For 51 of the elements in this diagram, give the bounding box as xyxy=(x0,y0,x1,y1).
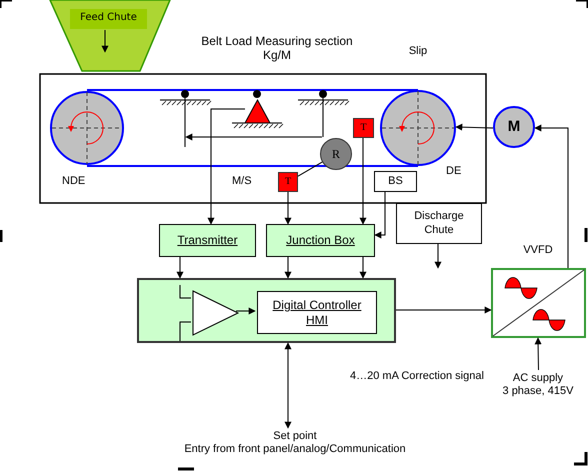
arrow xyxy=(284,342,292,429)
label-text: DE xyxy=(446,165,462,178)
chute-label: Feed Chute xyxy=(70,9,147,29)
arrow xyxy=(236,308,256,314)
title-text: Belt Load Measuring section Kg/M xyxy=(200,34,354,63)
roller-circle xyxy=(320,138,352,170)
process-box xyxy=(159,224,256,257)
arrow xyxy=(284,192,292,225)
amplifier-symbol xyxy=(193,291,238,335)
arrow xyxy=(434,244,442,269)
process-box xyxy=(266,224,375,257)
arrow xyxy=(360,256,366,279)
arrow xyxy=(208,108,246,225)
node-label: Digital Controller HMI xyxy=(272,298,362,327)
pulley-drawing xyxy=(380,90,456,166)
sensor-square xyxy=(353,118,374,138)
pulley-drawing xyxy=(50,91,124,165)
note-text: Entry from front panel/analog/Communication xyxy=(184,443,406,456)
label-text: M/S xyxy=(232,175,252,188)
sensor-square xyxy=(278,172,298,192)
node-label: T xyxy=(360,122,367,134)
label-text: Slip xyxy=(408,45,428,58)
note-text: Set point xyxy=(273,430,317,443)
arrow xyxy=(534,124,568,268)
arrow xyxy=(284,256,292,279)
note-text: 3 phase, 415V xyxy=(502,385,574,398)
note-text: AC supply xyxy=(512,372,564,385)
arrow xyxy=(396,306,492,314)
connector-line xyxy=(298,162,323,177)
inverter-label: VVFD xyxy=(522,244,554,258)
arrow xyxy=(374,192,386,238)
arrow xyxy=(455,124,494,131)
arrow xyxy=(360,138,366,225)
discharge-chute xyxy=(396,203,482,244)
node-label: T xyxy=(284,176,292,188)
motor-circle xyxy=(493,106,535,148)
node-label: M xyxy=(508,118,520,136)
arrow xyxy=(534,337,542,370)
node-label: Junction Box xyxy=(286,233,355,248)
sensor-box xyxy=(374,171,417,192)
controller-panel xyxy=(137,278,396,343)
node-label: Transmitter xyxy=(177,233,238,248)
node-label: Discharge Chute xyxy=(413,210,465,237)
process-box xyxy=(257,291,377,334)
label-text: NDE xyxy=(62,175,86,188)
load-cell-symbol xyxy=(245,100,270,123)
feed-chute xyxy=(50,0,170,71)
node-label: R xyxy=(332,146,340,162)
arrow xyxy=(176,256,184,279)
node-label: BS xyxy=(388,174,403,188)
label-text: 4…20 mA Correction signal xyxy=(350,370,484,384)
